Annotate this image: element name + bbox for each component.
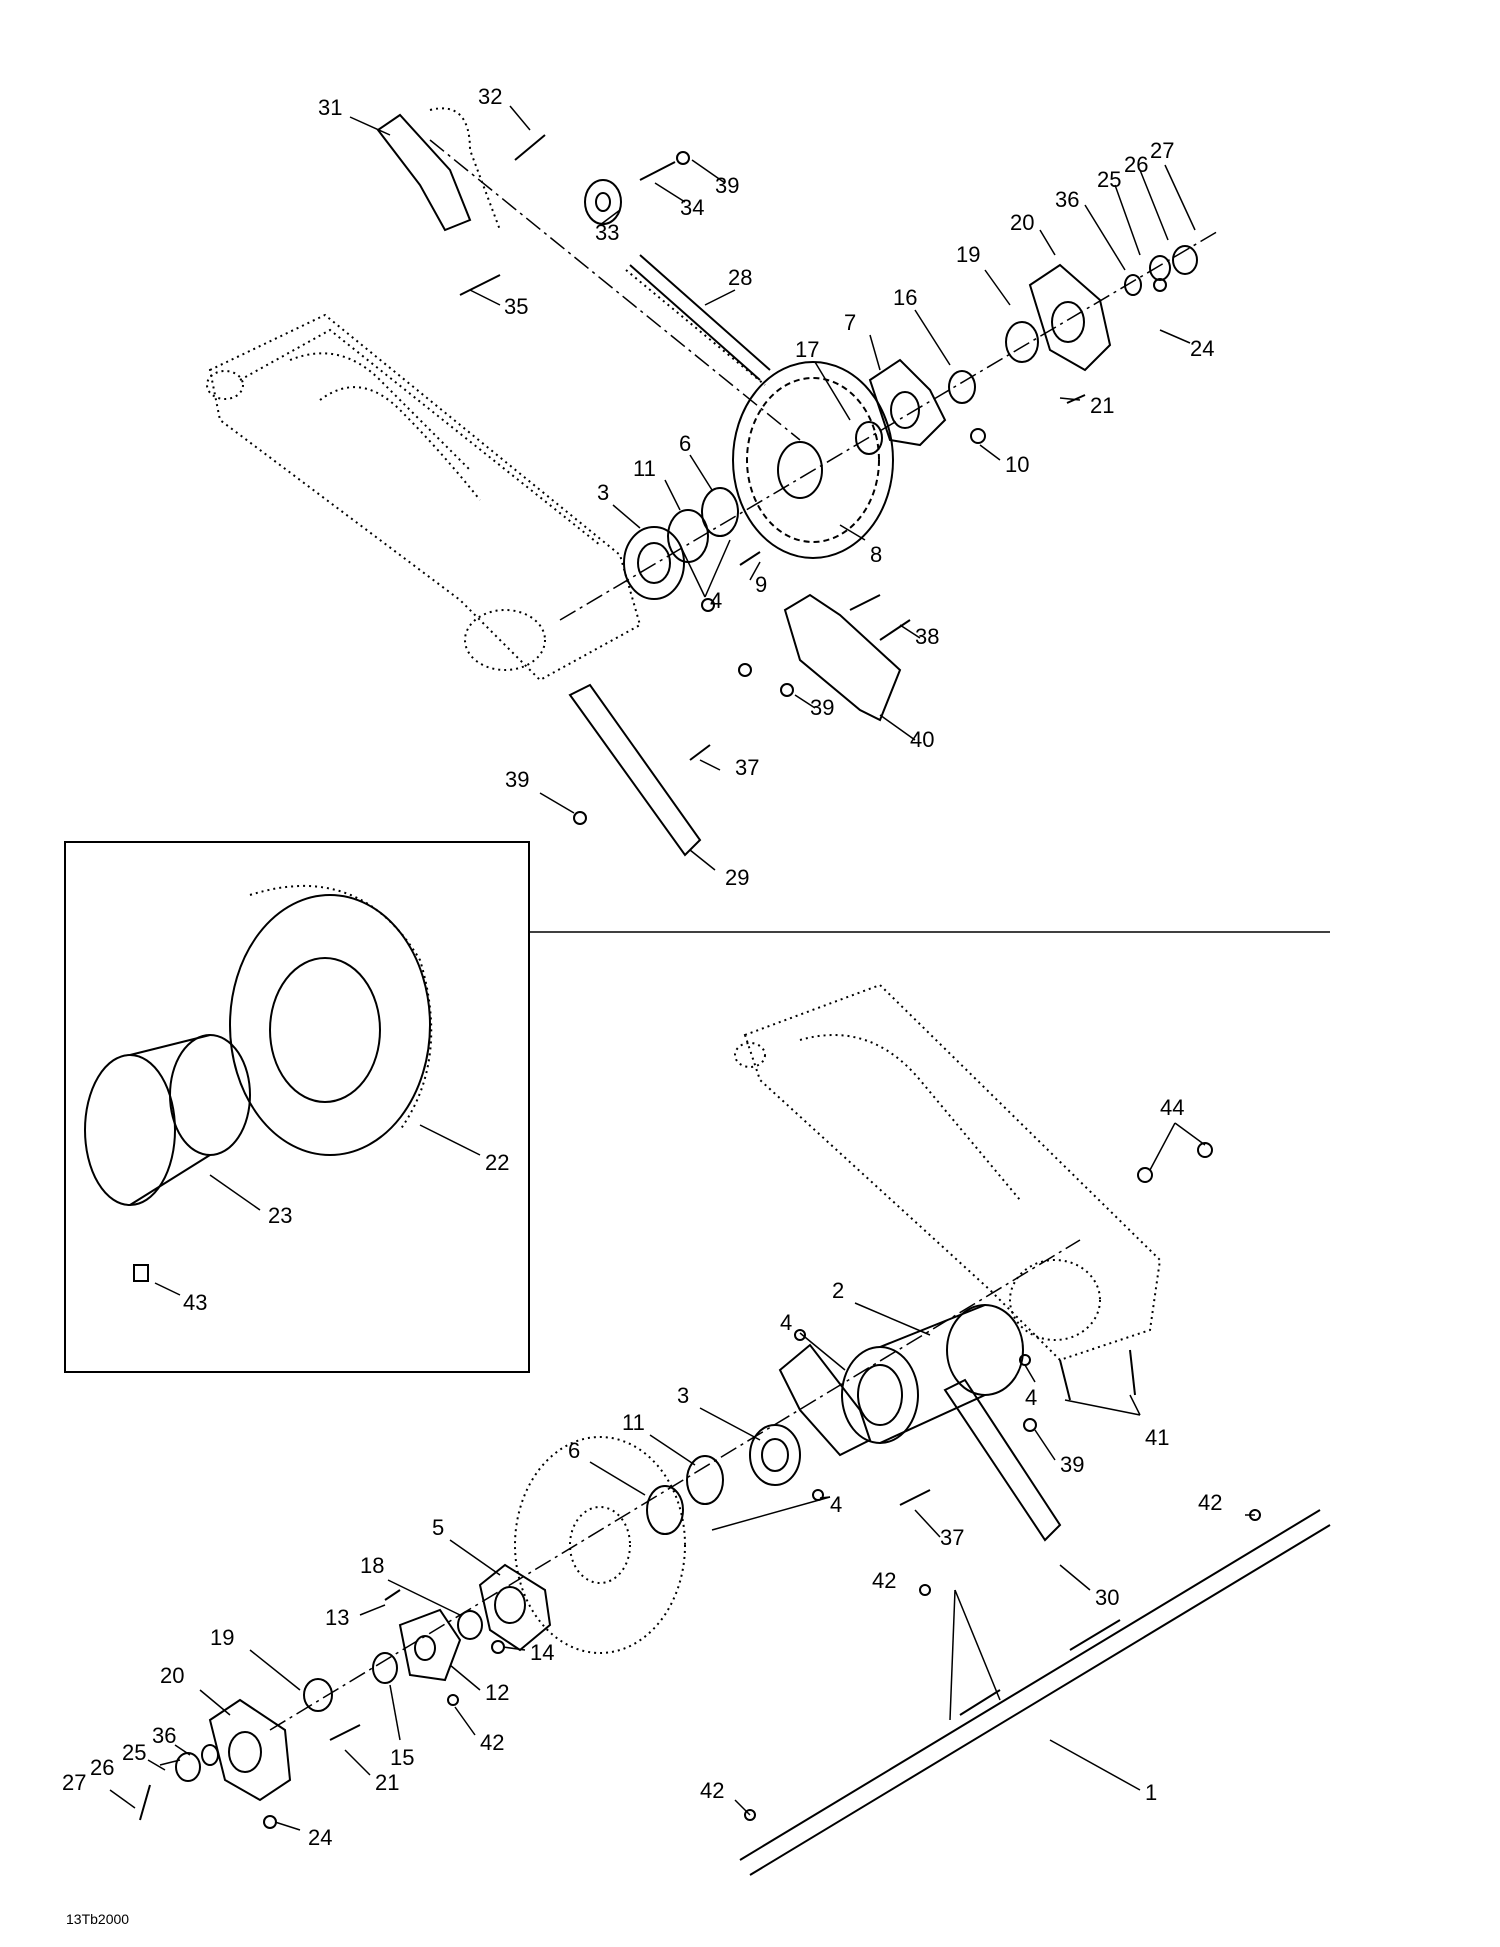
callout-21: 21	[375, 1770, 399, 1795]
callout-2: 2	[832, 1278, 844, 1303]
callout-30: 30	[1095, 1585, 1119, 1610]
callout-20: 20	[1010, 210, 1034, 235]
axis-line-guide	[429, 139, 801, 441]
callout-42: 42	[700, 1778, 724, 1803]
callout-3: 3	[677, 1383, 689, 1408]
callout-4: 4	[1025, 1385, 1037, 1410]
fasteners-lower	[139, 1142, 1261, 1829]
callout-33: 33	[595, 220, 619, 245]
callout-41: 41	[1145, 1425, 1169, 1450]
callout-18: 18	[360, 1553, 384, 1578]
callout-6: 6	[568, 1438, 580, 1463]
callout-31: 31	[318, 95, 342, 120]
callout-39: 39	[505, 767, 529, 792]
callout-43: 43	[183, 1290, 207, 1315]
callout-44: 44	[1160, 1095, 1184, 1120]
callout-32: 32	[478, 84, 502, 109]
callout-1: 1	[1145, 1780, 1157, 1805]
callout-10: 10	[1005, 452, 1029, 477]
rear-sprocket	[732, 361, 894, 559]
inset-frame	[64, 841, 530, 1373]
callout-42: 42	[1198, 1490, 1222, 1515]
callout-24: 24	[1190, 336, 1214, 361]
callout-12: 12	[485, 1680, 509, 1705]
callout-36: 36	[152, 1723, 176, 1748]
callout-27: 27	[1150, 138, 1174, 163]
callout-21: 21	[1090, 393, 1114, 418]
callout-27: 27	[62, 1770, 86, 1795]
callout-4: 4	[710, 588, 722, 613]
sprocket-hub	[868, 358, 947, 447]
eccentric-housing	[841, 1304, 1024, 1444]
callout-8: 8	[870, 542, 882, 567]
drive-chain	[625, 254, 771, 386]
fasteners-upper	[459, 134, 1167, 825]
callout-25: 25	[1097, 167, 1121, 192]
callout-20: 20	[160, 1663, 184, 1688]
callout-42: 42	[480, 1730, 504, 1755]
rear-axle	[739, 1509, 1331, 1876]
callout-34: 34	[680, 195, 704, 220]
callout-25: 25	[122, 1740, 146, 1765]
callout-6: 6	[679, 431, 691, 456]
callout-13: 13	[325, 1605, 349, 1630]
caliper-bracket-upper	[568, 593, 902, 857]
sprocket-hub-lower	[478, 1563, 552, 1652]
callout-38: 38	[915, 624, 939, 649]
callout-23: 23	[268, 1203, 292, 1228]
brake-disc	[514, 1436, 686, 1654]
callout-11: 11	[622, 1410, 645, 1435]
callout-35: 35	[504, 294, 528, 319]
callout-19: 19	[210, 1625, 234, 1650]
callout-36: 36	[1055, 187, 1079, 212]
callout-17: 17	[795, 337, 819, 362]
callout-22: 22	[485, 1150, 509, 1175]
callout-7: 7	[844, 310, 856, 335]
callout-3: 3	[597, 480, 609, 505]
inset-wheel-tire	[64, 841, 1330, 1373]
callout-40: 40	[910, 727, 934, 752]
brake-caliper-bracket	[778, 1343, 1062, 1542]
bearing-and-seals-lower	[175, 1424, 801, 1782]
callout-15: 15	[390, 1745, 414, 1770]
callout-26: 26	[90, 1755, 114, 1780]
retainer-plate	[398, 1608, 462, 1682]
drawing-code: 13Tb2000	[66, 1911, 129, 1927]
chain-roller	[584, 179, 622, 225]
rim	[84, 1034, 251, 1206]
wheel-hub-upper	[1028, 263, 1112, 372]
swing-arm-lower	[734, 983, 1162, 1362]
chain-guide	[376, 107, 501, 232]
callout-28: 28	[728, 265, 752, 290]
leader-lines	[109, 105, 1255, 1831]
callout-37: 37	[940, 1525, 964, 1550]
callout-5: 5	[432, 1515, 444, 1540]
bearing-and-seals-upper	[623, 245, 1198, 600]
callout-42: 42	[872, 1568, 896, 1593]
callout-11: 11	[633, 456, 656, 481]
callout-39: 39	[810, 695, 834, 720]
callout-19: 19	[956, 242, 980, 267]
callouts: 31 32 39 34 33 35 28 27 26 25 36 20 19 1…	[62, 84, 1222, 1850]
wheel-hub-lower	[208, 1698, 292, 1802]
swing-arm-upper	[206, 313, 642, 682]
callout-39: 39	[715, 173, 739, 198]
callout-4: 4	[780, 1310, 792, 1335]
axis-line-upper	[559, 229, 1221, 621]
callout-14: 14	[530, 1640, 554, 1665]
valve-stem	[133, 1264, 149, 1282]
axis-line-lower	[269, 1239, 1081, 1731]
callout-16: 16	[893, 285, 917, 310]
callout-37: 37	[735, 755, 759, 780]
callout-24: 24	[308, 1825, 332, 1850]
tire	[229, 884, 433, 1156]
callout-9: 9	[755, 572, 767, 597]
callout-4: 4	[830, 1492, 842, 1517]
callout-39: 39	[1060, 1452, 1084, 1477]
upper-assembly	[206, 107, 1221, 857]
callout-26: 26	[1124, 152, 1148, 177]
callout-29: 29	[725, 865, 749, 890]
